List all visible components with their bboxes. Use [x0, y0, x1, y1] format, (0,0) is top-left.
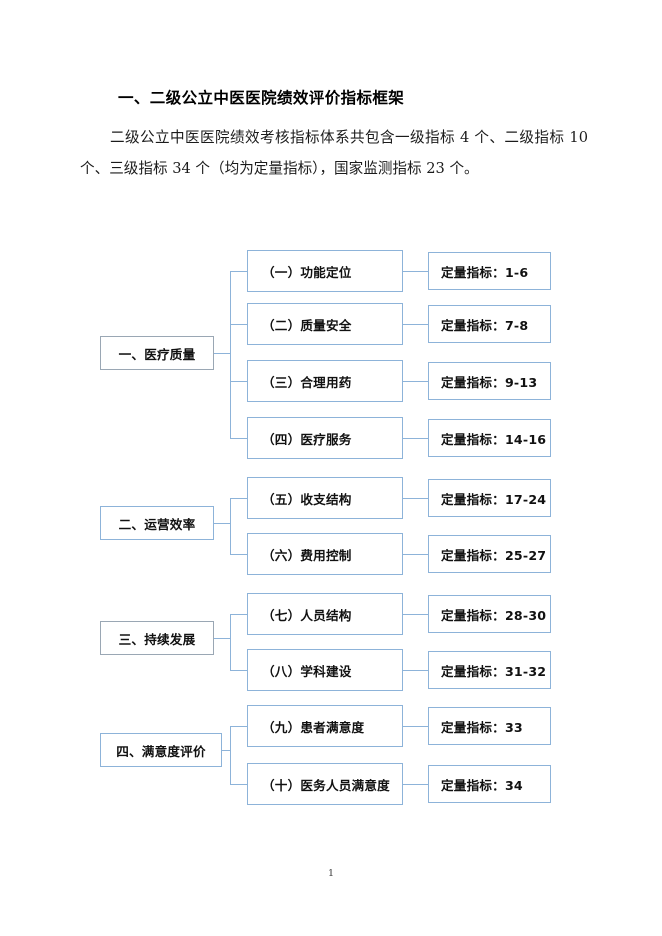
connector-level1-stub-4 — [222, 750, 230, 751]
connector-trunk-3 — [230, 614, 231, 670]
connector-leaf-4-1 — [403, 726, 428, 727]
connector-leaf-3-2 — [403, 670, 428, 671]
level1-node-2[interactable]: 二、运营效率 — [100, 506, 214, 540]
level1-node-3[interactable]: 三、持续发展 — [100, 621, 214, 655]
connector-branch-4-1 — [230, 726, 247, 727]
connector-level1-stub-2 — [214, 523, 230, 524]
connector-branch-1-4 — [230, 438, 247, 439]
page-number: 1 — [327, 868, 335, 879]
connector-leaf-1-3 — [403, 381, 428, 382]
connector-branch-1-2 — [230, 324, 247, 325]
level2-node-1-3[interactable]: （三）合理用药 — [247, 360, 403, 402]
level3-node-4-1[interactable]: 定量指标：33 — [428, 707, 551, 745]
connector-branch-1-3 — [230, 381, 247, 382]
connector-trunk-4 — [230, 726, 231, 784]
level3-node-1-2[interactable]: 定量指标：7-8 — [428, 305, 551, 343]
intro-paragraph: 二级公立中医医院绩效考核指标体系共包含一级指标 4 个、二级指标 10 个、三级… — [80, 129, 588, 177]
connector-trunk-1 — [230, 271, 231, 438]
connector-leaf-4-2 — [403, 784, 428, 785]
level2-node-3-1[interactable]: （七）人员结构 — [247, 593, 403, 635]
connector-branch-2-1 — [230, 498, 247, 499]
level3-node-4-2[interactable]: 定量指标：34 — [428, 765, 551, 803]
connector-leaf-1-4 — [403, 438, 428, 439]
level2-node-1-2[interactable]: （二）质量安全 — [247, 303, 403, 345]
level2-node-1-4[interactable]: （四）医疗服务 — [247, 417, 403, 459]
connector-branch-3-1 — [230, 614, 247, 615]
level2-node-1-1[interactable]: （一）功能定位 — [247, 250, 403, 292]
connector-leaf-2-2 — [403, 554, 428, 555]
connector-branch-4-2 — [230, 784, 247, 785]
connector-branch-3-2 — [230, 670, 247, 671]
level1-node-1[interactable]: 一、医疗质量 — [100, 336, 214, 370]
level3-node-1-1[interactable]: 定量指标：1-6 — [428, 252, 551, 290]
connector-leaf-1-2 — [403, 324, 428, 325]
level2-node-3-2[interactable]: （八）学科建设 — [247, 649, 403, 691]
connector-leaf-2-1 — [403, 498, 428, 499]
connector-trunk-2 — [230, 498, 231, 554]
level3-node-2-2[interactable]: 定量指标：25-27 — [428, 535, 551, 573]
page-title: 一、二级公立中医医院绩效评价指标框架 — [118, 89, 405, 107]
level3-node-3-2[interactable]: 定量指标：31-32 — [428, 651, 551, 689]
level2-node-2-1[interactable]: （五）收支结构 — [247, 477, 403, 519]
level3-node-1-4[interactable]: 定量指标：14-16 — [428, 419, 551, 457]
level3-node-1-3[interactable]: 定量指标：9-13 — [428, 362, 551, 400]
connector-level1-stub-3 — [214, 638, 230, 639]
connector-leaf-1-1 — [403, 271, 428, 272]
level3-node-3-1[interactable]: 定量指标：28-30 — [428, 595, 551, 633]
level2-node-4-1[interactable]: （九）患者满意度 — [247, 705, 403, 747]
level3-node-2-1[interactable]: 定量指标：17-24 — [428, 479, 551, 517]
connector-branch-2-2 — [230, 554, 247, 555]
connector-level1-stub-1 — [214, 353, 230, 354]
level1-node-4[interactable]: 四、满意度评价 — [100, 733, 222, 767]
connector-leaf-3-1 — [403, 614, 428, 615]
level2-node-4-2[interactable]: （十）医务人员满意度 — [247, 763, 403, 805]
connector-branch-1-1 — [230, 271, 247, 272]
level2-node-2-2[interactable]: （六）费用控制 — [247, 533, 403, 575]
